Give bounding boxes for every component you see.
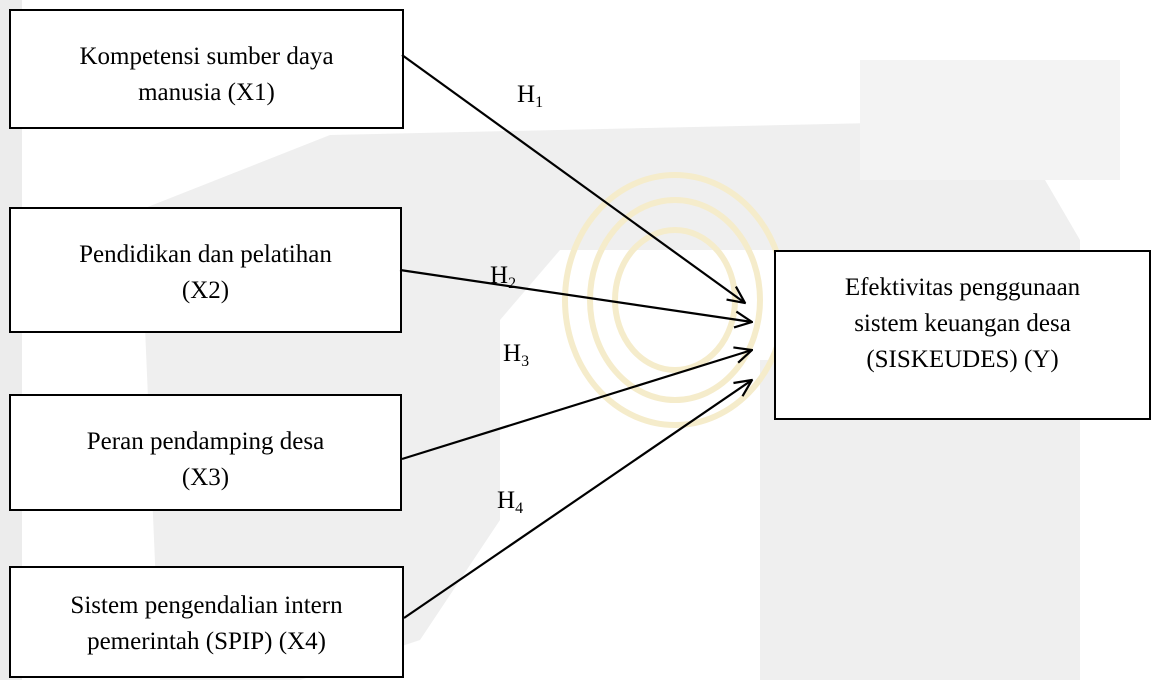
- node-x2-pendidikan: Pendidikan dan pelatihan (X2): [9, 207, 402, 333]
- node-y-line3: (SISKEUDES) (Y): [866, 346, 1059, 373]
- hypothesis-label-h2: H2: [490, 262, 517, 292]
- arrow-x4-to-y: [403, 380, 752, 619]
- node-y-line1: Efektivitas penggunaan: [844, 274, 1081, 301]
- node-x1-kompetensi: Kompetensi sumber daya manusia (X1): [9, 9, 404, 129]
- node-x2-line1: Pendidikan dan pelatihan: [79, 241, 332, 268]
- node-x3-line1: Peran pendamping desa: [86, 428, 325, 455]
- hypothesis-label-h4: H4: [497, 487, 524, 517]
- node-x3-line2: (X3): [181, 464, 230, 491]
- hypothesis-label-h3: H3: [503, 340, 530, 370]
- node-x3-pendamping: Peran pendamping desa (X3): [9, 394, 402, 511]
- node-x1-line2: manusia (X1): [138, 79, 275, 106]
- arrow-x2-to-y: [399, 268, 752, 322]
- node-x4-line1: Sistem pengendalian intern: [70, 592, 343, 619]
- node-x4-spip: Sistem pengendalian intern pemerintah (S…: [9, 566, 404, 678]
- node-x1-line1: Kompetensi sumber daya: [79, 43, 334, 70]
- node-y-line2: sistem keuangan desa: [854, 310, 1071, 337]
- arrow-x1-to-y: [401, 54, 745, 303]
- node-x2-line2: (X2): [181, 277, 230, 304]
- node-y-efektivitas: Efektivitas penggunaan sistem keuangan d…: [774, 250, 1151, 420]
- arrow-x3-to-y: [401, 350, 752, 461]
- node-x4-line2: pemerintah (SPIP) (X4): [87, 628, 326, 655]
- hypothesis-label-h1: H1: [517, 81, 544, 111]
